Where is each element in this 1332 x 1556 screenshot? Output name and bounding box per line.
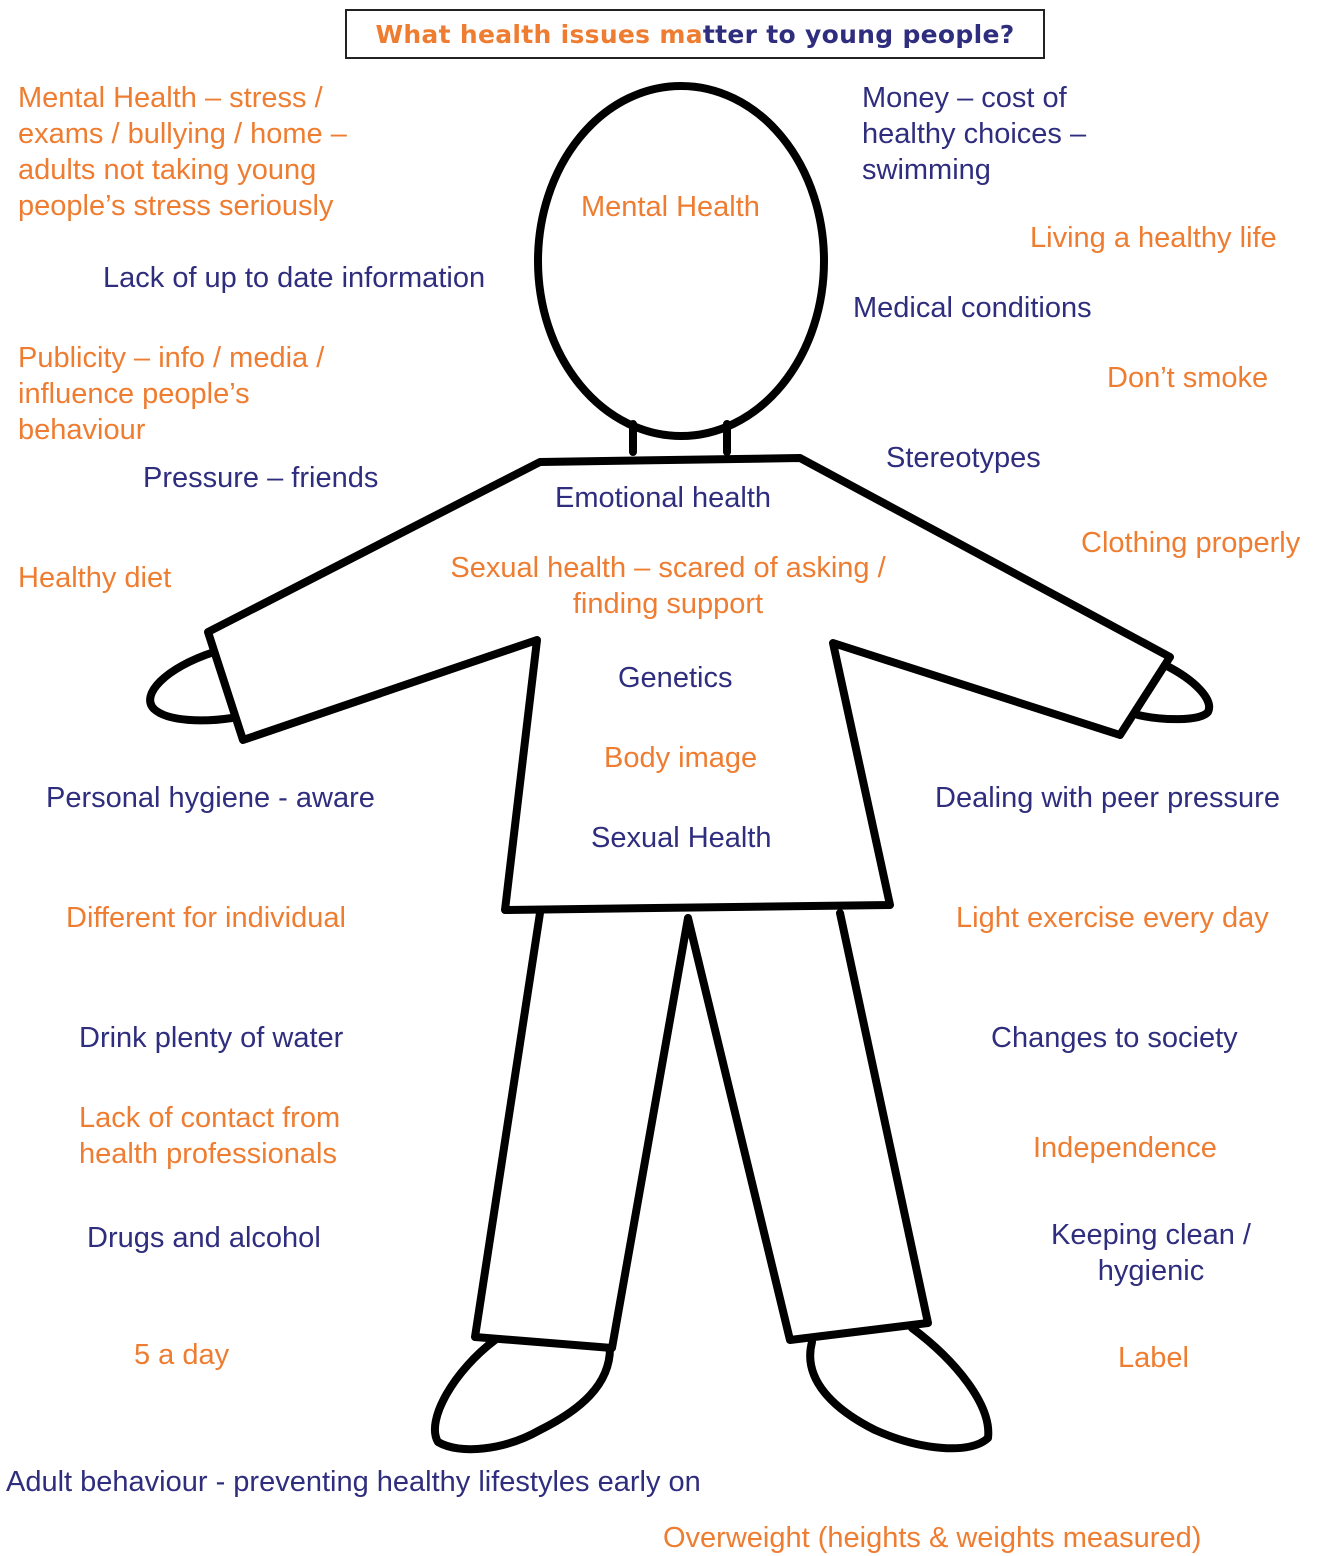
label-drink-water: Drink plenty of water <box>79 1022 344 1054</box>
left-hand-outline <box>146 648 236 725</box>
label-mental-health-stress: Mental Health – stress / exams / bullyin… <box>18 82 347 222</box>
left-foot-outline <box>430 1336 614 1454</box>
label-independence: Independence <box>1033 1132 1217 1164</box>
legs-outline <box>471 909 932 1352</box>
label-overweight: Overweight (heights & weights measured) <box>663 1522 1202 1554</box>
label-healthy-diet: Healthy diet <box>18 562 172 594</box>
label-label: Label <box>1118 1342 1189 1374</box>
title-part-orange: What health issues ma <box>375 19 703 49</box>
label-sexual-health-support: Sexual health – scared of asking / findi… <box>450 552 886 620</box>
right-foot-outline <box>806 1324 993 1453</box>
label-clothing: Clothing properly <box>1081 527 1301 559</box>
label-keeping-clean: Keeping clean / hygienic <box>1051 1219 1251 1287</box>
label-light-exercise: Light exercise every day <box>956 902 1269 934</box>
right-hand-outline <box>1134 661 1214 724</box>
label-medical-conditions: Medical conditions <box>853 292 1092 324</box>
label-drugs-alcohol: Drugs and alcohol <box>87 1222 321 1254</box>
label-head-mental-health: Mental Health <box>581 191 760 223</box>
label-dont-smoke: Don’t smoke <box>1107 362 1269 394</box>
label-different-individual: Different for individual <box>66 902 346 934</box>
label-living-healthy: Living a healthy life <box>1030 222 1277 254</box>
label-adult-behaviour: Adult behaviour - preventing healthy lif… <box>6 1466 701 1498</box>
title-part-navy: tter to young people? <box>702 19 1015 49</box>
label-emotional-health: Emotional health <box>555 482 772 514</box>
torso-arms-outline <box>204 454 1174 914</box>
label-money: Money – cost of healthy choices – swimmi… <box>862 82 1087 186</box>
label-changes-society: Changes to society <box>991 1022 1238 1054</box>
label-pressure-friends: Pressure – friends <box>143 462 379 494</box>
label-body-image: Body image <box>604 742 758 774</box>
label-lack-contact: Lack of contact from health professional… <box>79 1102 341 1170</box>
label-publicity: Publicity – info / media / influence peo… <box>18 342 325 446</box>
head-outline <box>534 82 828 440</box>
label-personal-hygiene: Personal hygiene - aware <box>46 782 375 814</box>
label-stereotypes: Stereotypes <box>886 442 1041 474</box>
label-sexual-health: Sexual Health <box>591 822 772 854</box>
label-lack-info: Lack of up to date information <box>103 262 486 294</box>
neck-outline <box>629 420 731 456</box>
label-peer-pressure: Dealing with peer pressure <box>935 782 1280 814</box>
label-five-a-day: 5 a day <box>134 1339 230 1371</box>
label-genetics: Genetics <box>618 662 733 694</box>
